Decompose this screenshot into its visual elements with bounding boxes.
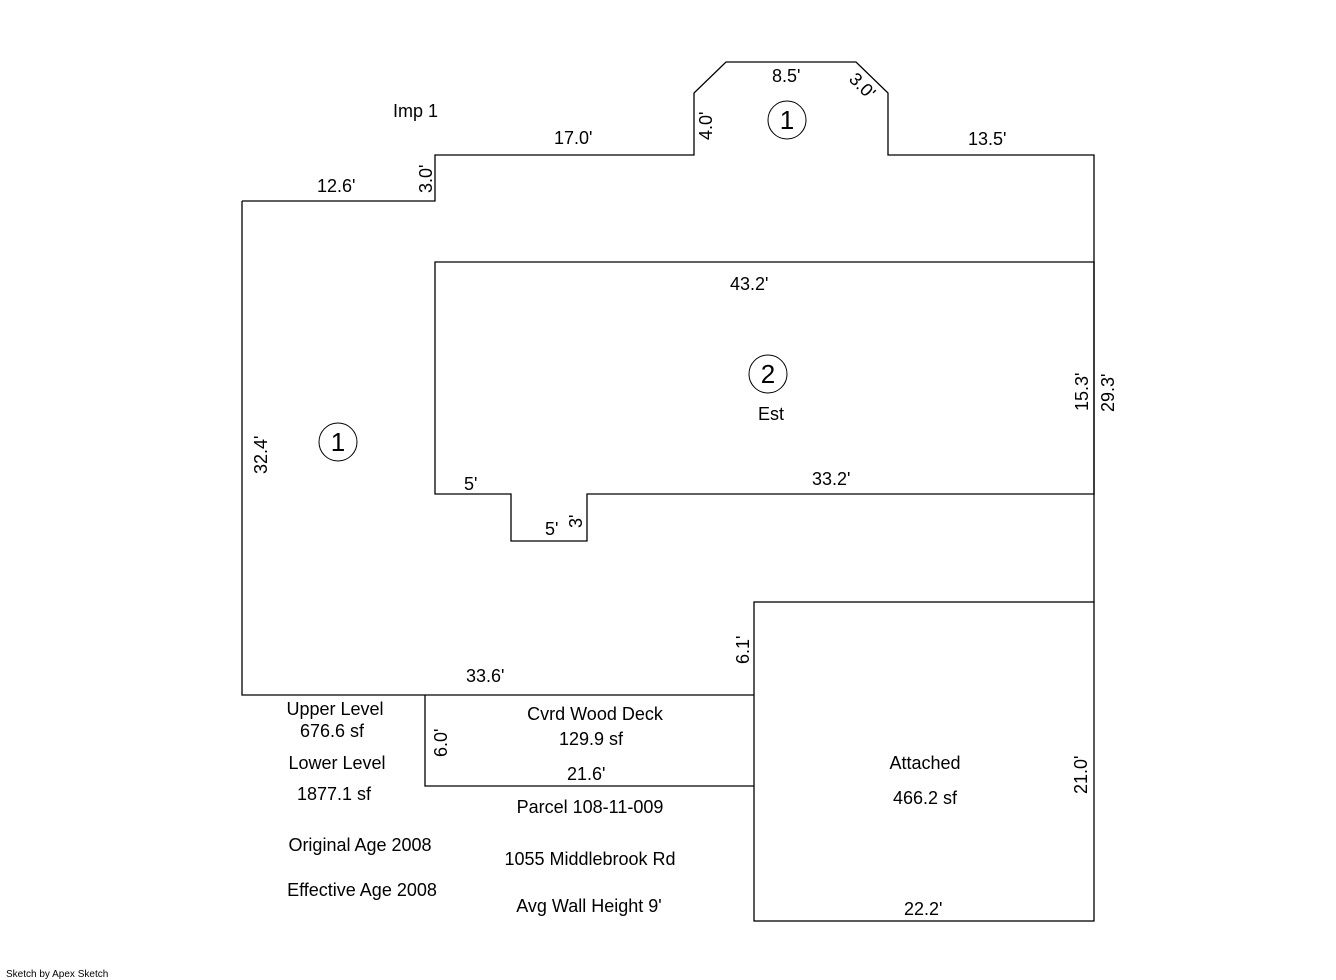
dim-label: 32.4': [251, 436, 271, 474]
dim-label: 33.2': [812, 469, 850, 489]
lower-level-label: Lower Level: [288, 753, 385, 773]
level-2-outline: [434, 261, 1095, 542]
dim-label: 17.0': [554, 128, 592, 148]
area-marker-1-top: 1: [767, 100, 807, 140]
area-marker-2: 2: [748, 354, 788, 394]
garage-outline: [753, 601, 1095, 922]
property-address: 1055 Middlebrook Rd: [504, 849, 675, 869]
dim-label: 29.3': [1098, 374, 1118, 412]
dim-label: 6.1': [733, 636, 753, 664]
area-marker-1-main: 1: [318, 422, 358, 462]
dim-label: 3': [566, 515, 586, 528]
effective-age: Effective Age 2008: [287, 880, 437, 900]
deck-outline: [424, 695, 754, 787]
footer-credit: Sketch by Apex Sketch: [6, 969, 108, 980]
parcel-number: Parcel 108-11-009: [517, 797, 664, 817]
dim-label: 4.0': [696, 112, 716, 140]
dim-label: 21.6': [567, 764, 605, 784]
level-1-outline: [242, 61, 1095, 602]
marker-number: 1: [780, 105, 794, 135]
upper-level-label: Upper Level: [286, 699, 383, 719]
deck-name: Cvrd Wood Deck: [527, 704, 664, 724]
level-1-bottom-outline: [241, 201, 754, 696]
dim-label: 15.3': [1072, 373, 1092, 411]
dim-label: 22.2': [904, 899, 942, 919]
dim-label: 33.6': [466, 666, 504, 686]
dim-label: 8.5': [772, 66, 800, 86]
imp-label: Imp 1: [393, 101, 438, 121]
wall-height: Avg Wall Height 9': [516, 896, 662, 916]
dim-label: 3.0': [416, 165, 436, 193]
original-age: Original Age 2008: [288, 835, 431, 855]
dim-label: 5': [545, 519, 558, 539]
marker-number: 2: [761, 359, 775, 389]
upper-level-area: 676.6 sf: [300, 721, 365, 741]
dim-label: 12.6': [317, 176, 355, 196]
est-label: Est: [758, 404, 784, 424]
dim-label: 6.0': [431, 729, 451, 757]
dim-label: 13.5': [968, 129, 1006, 149]
dim-label: 21.0': [1071, 756, 1091, 794]
dim-label: 3.0': [845, 69, 879, 103]
deck-area: 129.9 sf: [559, 729, 624, 749]
dim-label: 43.2': [730, 274, 768, 294]
marker-number: 1: [331, 427, 345, 457]
garage-area: 466.2 sf: [893, 788, 958, 808]
lower-level-area: 1877.1 sf: [297, 784, 372, 804]
garage-name: Attached: [889, 753, 960, 773]
dim-label: 5': [464, 474, 477, 494]
